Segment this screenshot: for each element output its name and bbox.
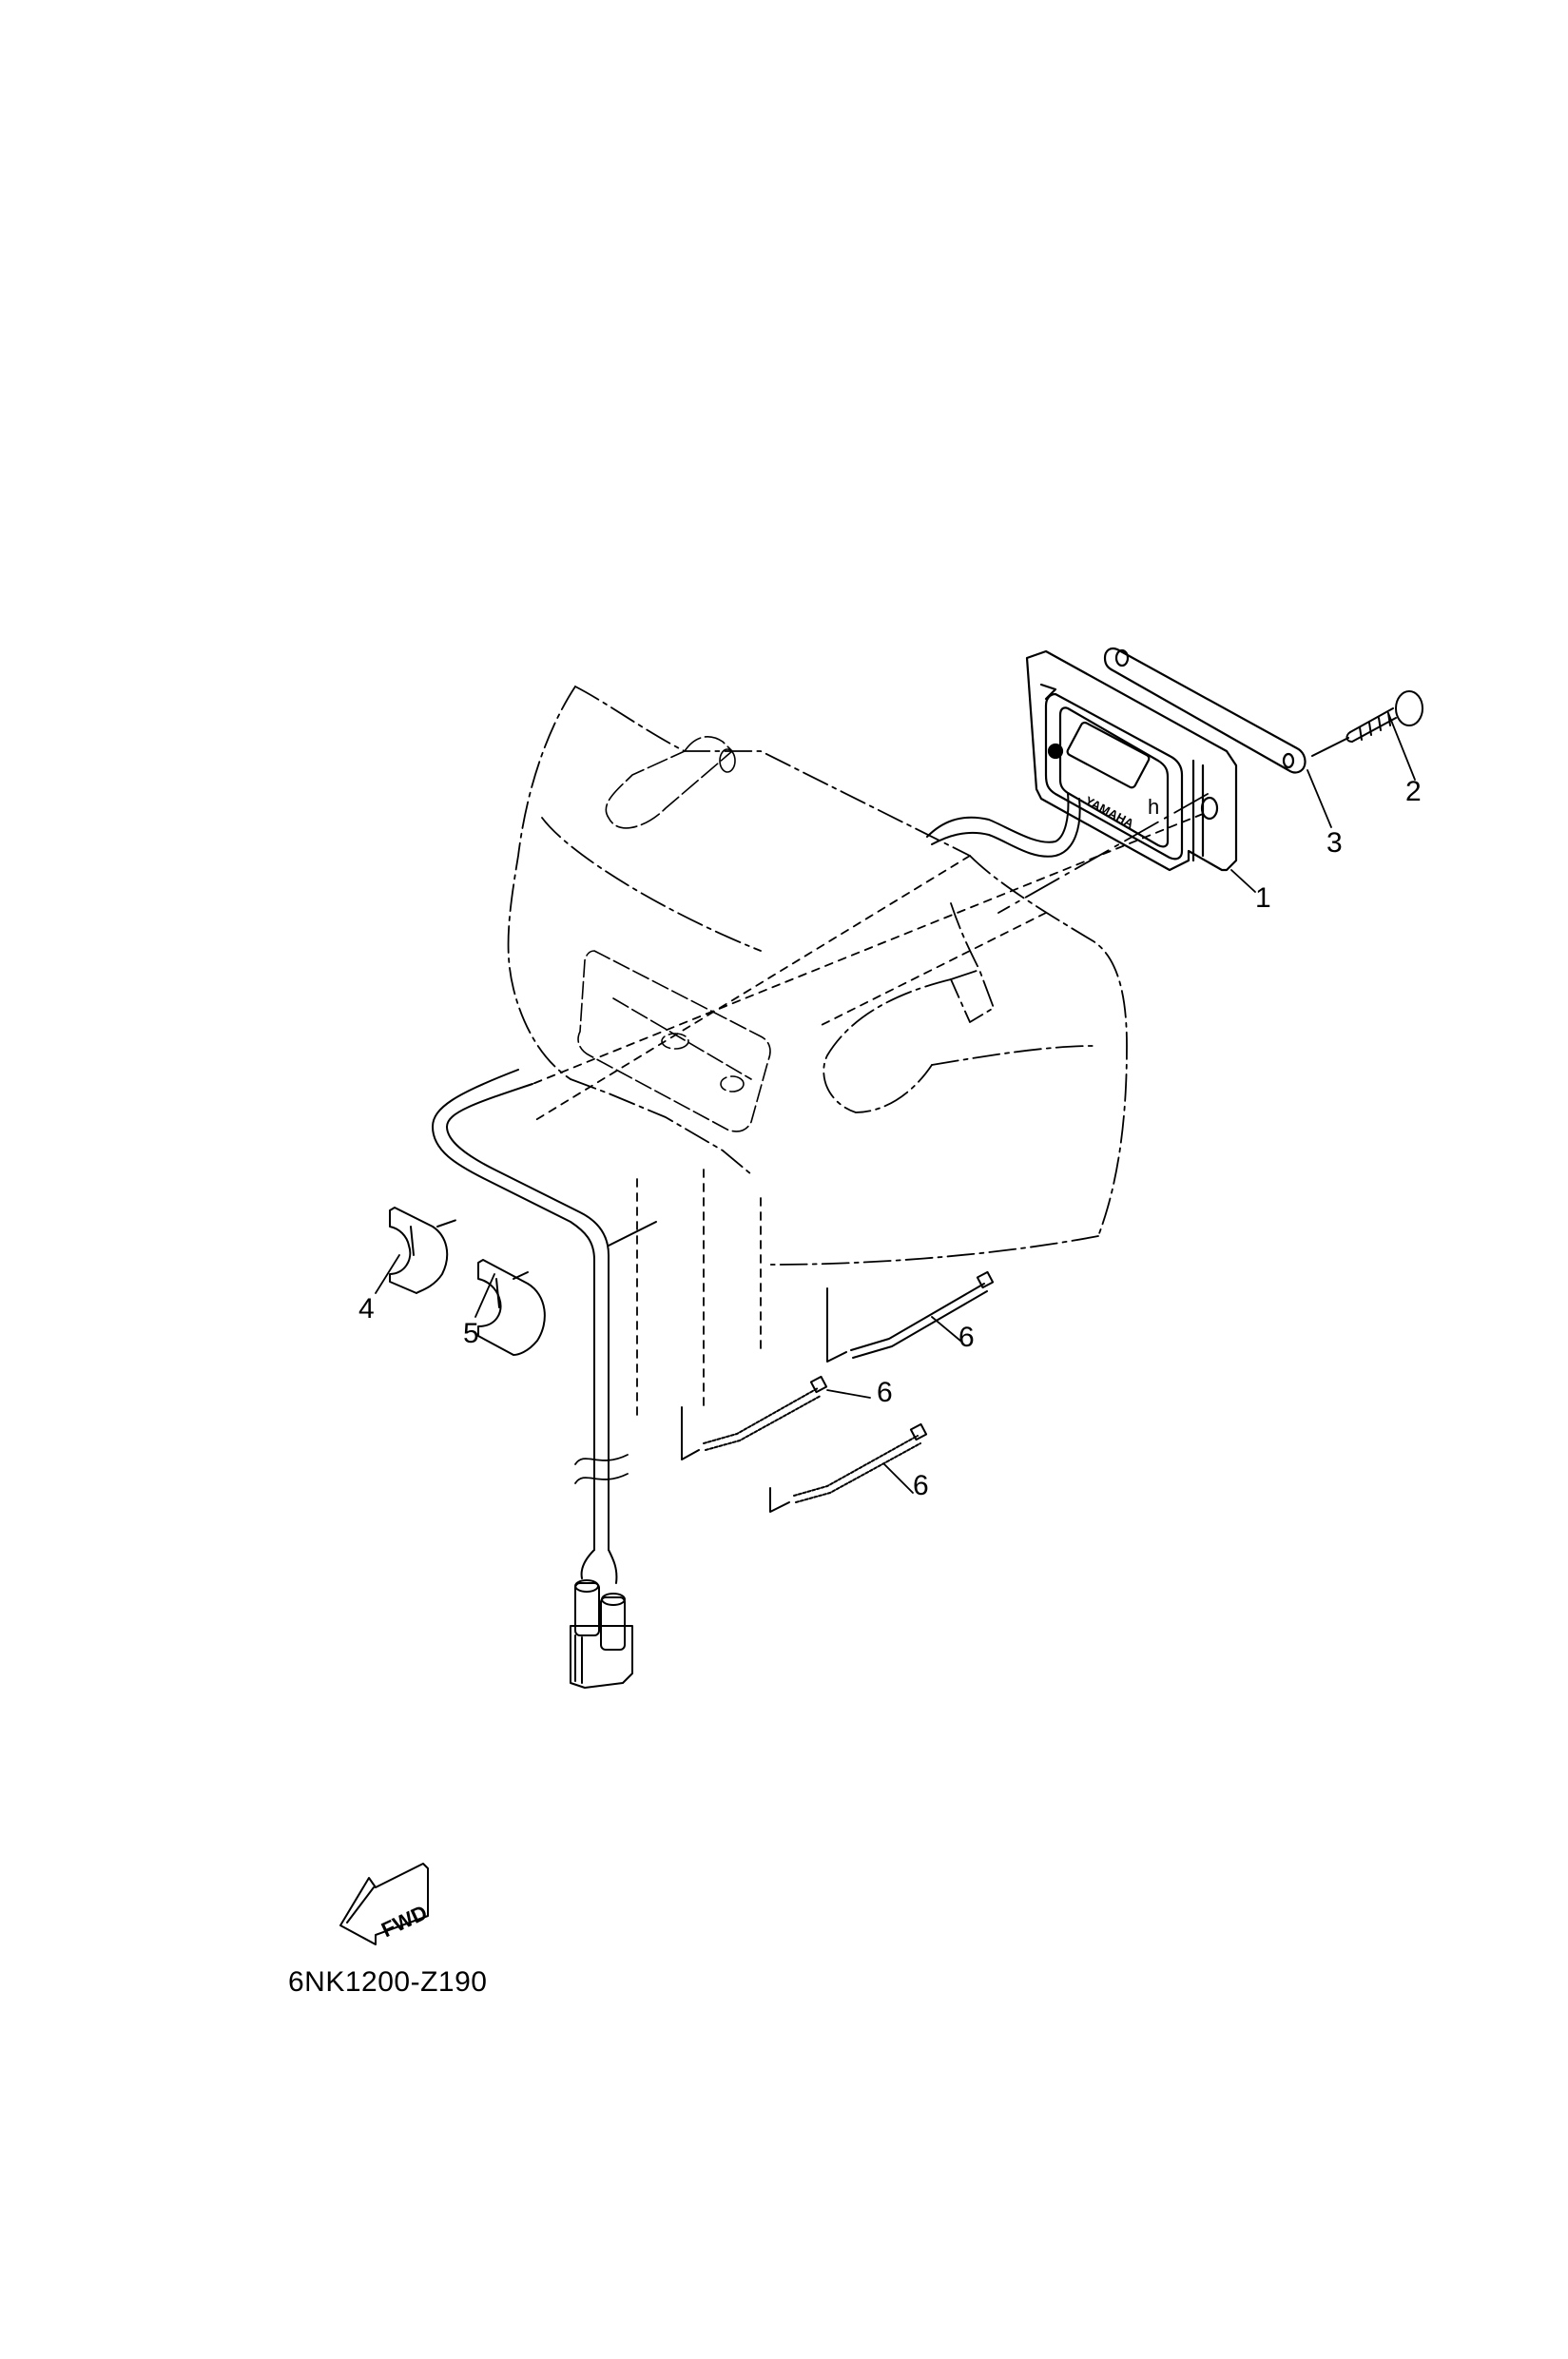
callout-3: 3 [1326, 827, 1343, 859]
meter-unit-text: h [1148, 795, 1159, 819]
fwd-arrow-icon [339, 1863, 429, 1945]
fwd-label: FWD [377, 1901, 431, 1943]
cowling-recess [577, 950, 771, 1132]
leader-lines [375, 712, 1416, 1494]
cowling-phantom-outline [507, 686, 1128, 1266]
screw-part-2 [1311, 690, 1423, 757]
cowling-handle [605, 736, 736, 829]
clamp-part-5 [477, 1259, 546, 1356]
bracket-plate-part-3 [1103, 647, 1307, 774]
harness-connector [570, 1549, 633, 1689]
callout-4: 4 [358, 1293, 375, 1325]
cable-tie-2 [681, 1375, 828, 1460]
callout-6a: 6 [958, 1322, 975, 1353]
projection-line [997, 793, 1209, 914]
callout-6c: 6 [913, 1470, 929, 1501]
callout-6b: 6 [877, 1377, 893, 1408]
cable-tie-3 [769, 1422, 928, 1513]
alignment-lines [532, 813, 1204, 1418]
cable-tie-1 [826, 1270, 995, 1363]
harness-cable [432, 1069, 657, 1551]
callout-5: 5 [463, 1318, 479, 1349]
callout-2: 2 [1405, 776, 1422, 807]
meter-cable [926, 792, 1081, 858]
hour-meter-part-1 [1025, 649, 1238, 872]
callout-1: 1 [1255, 882, 1271, 914]
drawing-code: 6NK1200-Z190 [288, 1966, 488, 1998]
clamp-part-4 [389, 1207, 457, 1294]
